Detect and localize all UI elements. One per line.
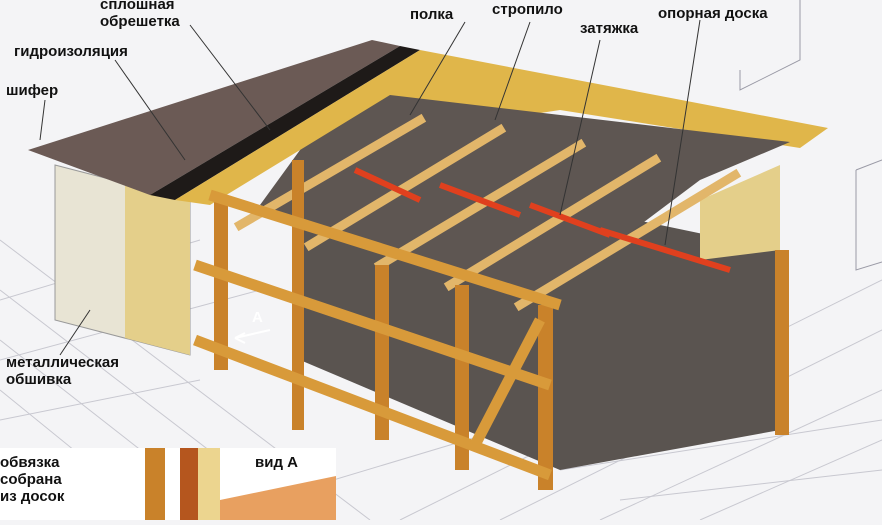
view-a-detail [145, 448, 336, 520]
view-a-arrow [234, 329, 271, 344]
frame-posts [214, 160, 789, 490]
leader-lines [39, 19, 701, 356]
rafters [233, 113, 742, 312]
roof-sheathing [175, 50, 828, 205]
background-building [739, 0, 882, 271]
label-view-a: вид А [255, 454, 298, 471]
view-a-inset [0, 448, 336, 520]
cladding-panel [125, 185, 190, 355]
frame-beams [193, 189, 562, 481]
label-shelf: полка [410, 6, 454, 23]
label-slate: шифер [6, 82, 59, 99]
roof-waterproofing [150, 46, 420, 200]
label-support-board: опорная доска [658, 5, 768, 22]
label-waterproofing: гидроизоляция [14, 43, 128, 60]
label-rafter: стропило [492, 1, 563, 18]
label-tie: затяжка [580, 20, 639, 37]
roof-slate [28, 40, 400, 195]
view-a-marker: А [252, 309, 263, 326]
right-gable-cladding [700, 165, 780, 260]
ties [353, 167, 731, 273]
